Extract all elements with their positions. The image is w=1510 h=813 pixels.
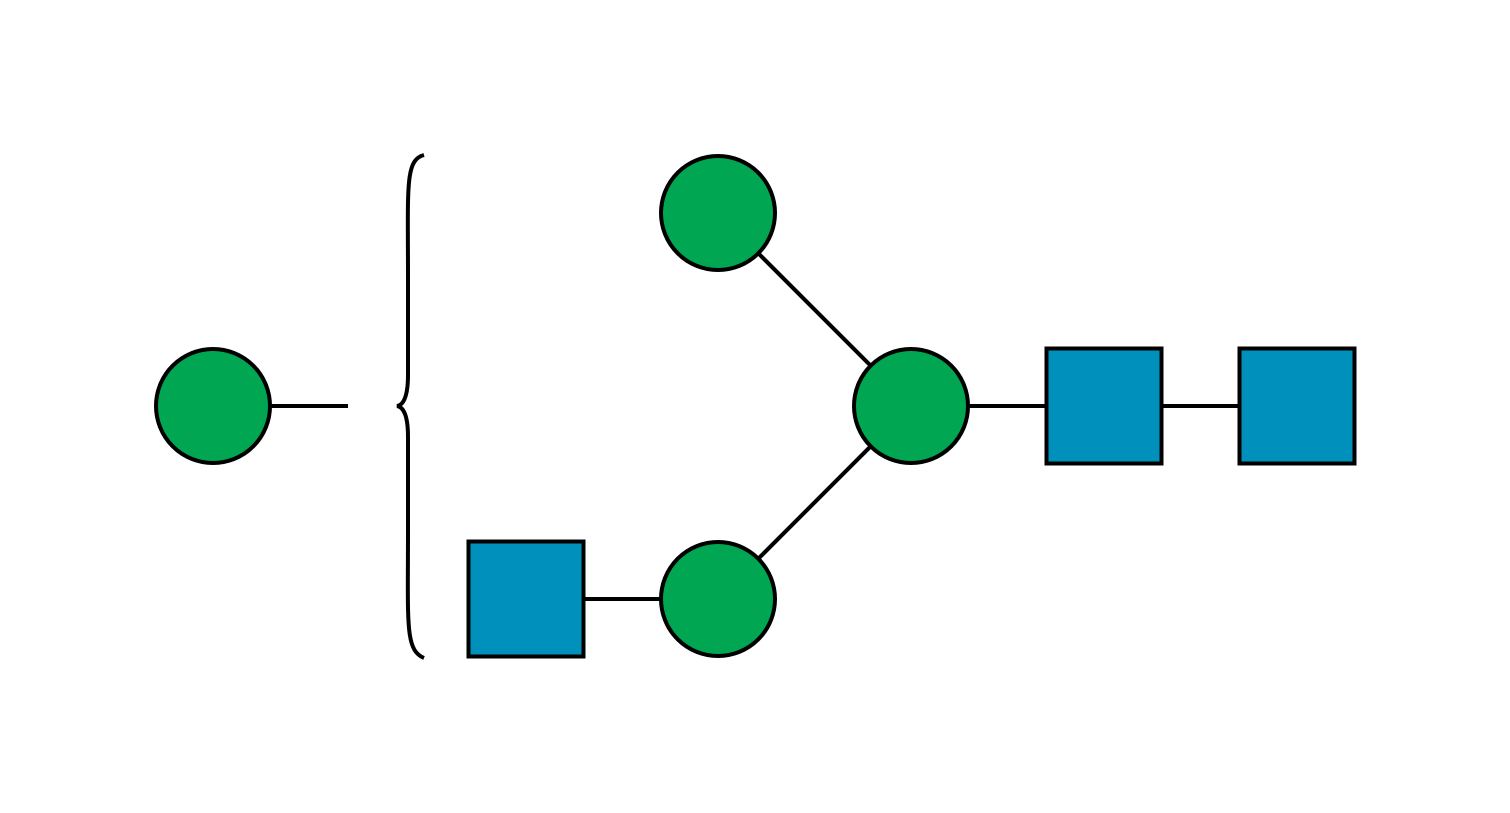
curly-brace-icon	[396, 153, 425, 660]
green-circle-icon-floating-circle	[154, 347, 272, 465]
blue-square-icon-lower-arm-square	[466, 539, 586, 659]
monosaccharide-nodes	[154, 154, 1357, 659]
green-circle-icon-upper-arm-circle	[659, 154, 777, 272]
green-circle-icon-lower-arm-circle	[659, 540, 777, 658]
blue-square-icon-core-square-2	[1237, 346, 1357, 466]
blue-square-icon-core-square-1	[1044, 346, 1164, 466]
green-circle-icon-branch-circle	[852, 347, 970, 465]
